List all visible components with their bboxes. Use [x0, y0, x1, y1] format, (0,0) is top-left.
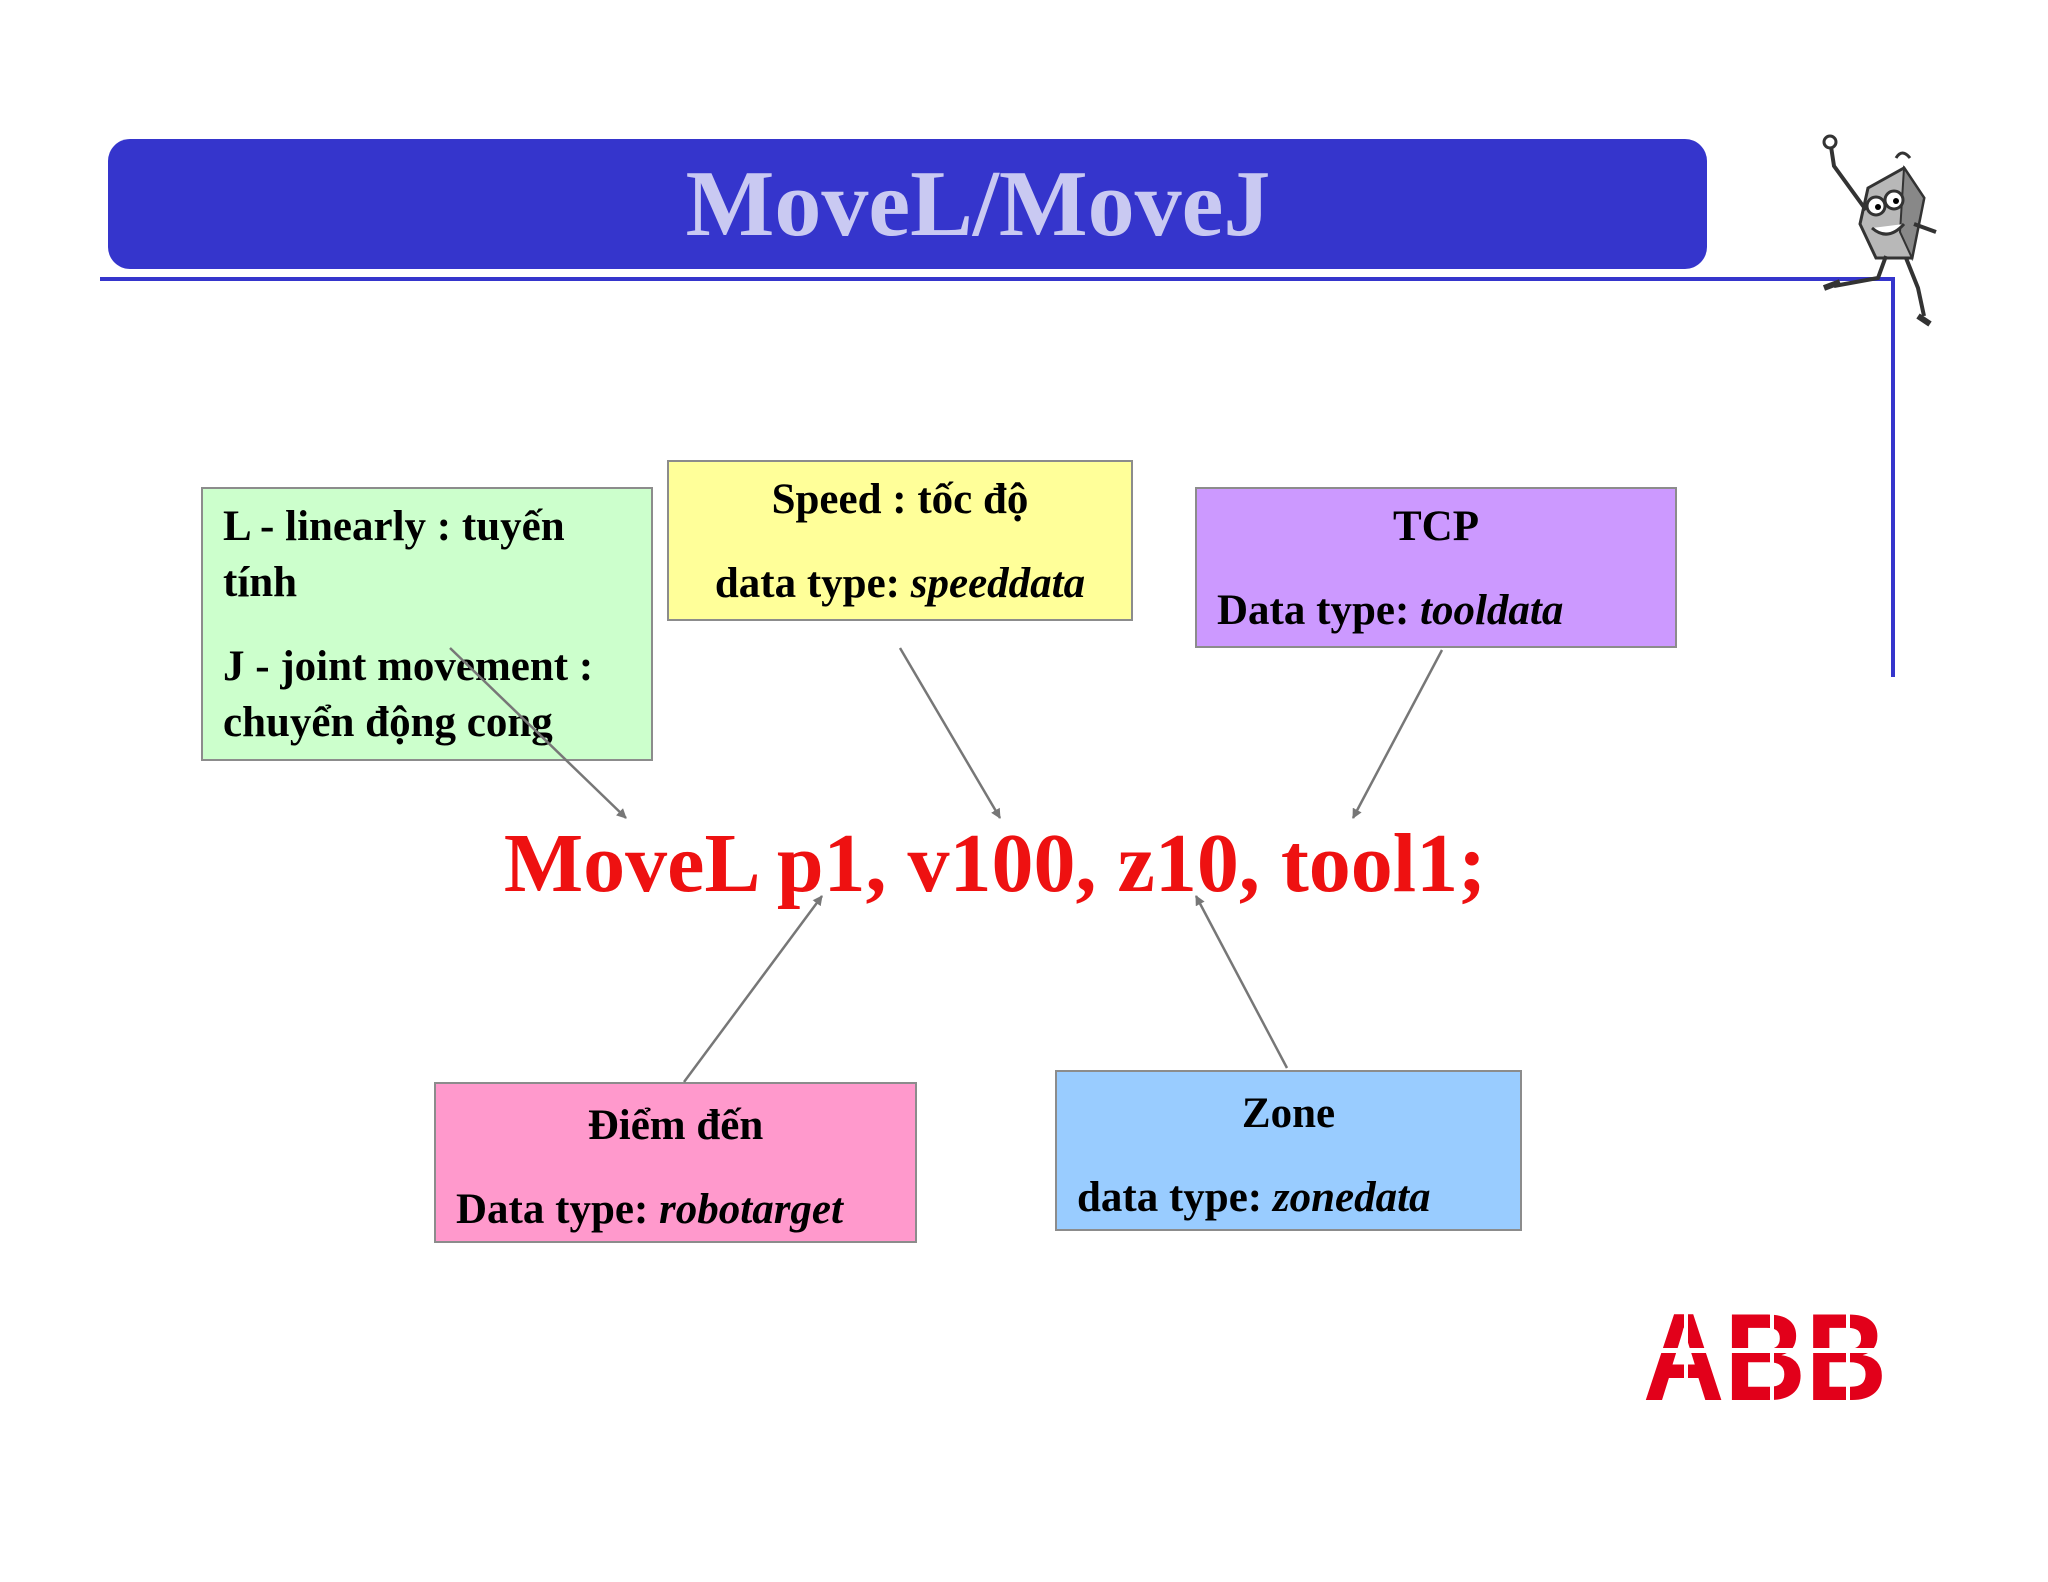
zone-heading: Zone	[1241, 1090, 1336, 1137]
arrow-speed	[898, 647, 1002, 819]
tcp-type-prefix: Data type:	[1217, 587, 1421, 634]
tcp-heading: TCP	[1393, 503, 1479, 550]
svg-text:ABB: ABB	[1643, 1304, 1887, 1404]
move-type-linear: L - linearly : tuyến tính	[223, 503, 565, 606]
move-type-box: L - linearly : tuyến tính J - joint move…	[201, 487, 653, 761]
move-type-joint: J - joint movement : chuyển động cong	[223, 643, 594, 746]
arrow-tcp	[1351, 649, 1444, 819]
tcp-type: Data type: tooldata	[1217, 583, 1655, 639]
zone-box: Zone data type: zonedata	[1055, 1070, 1522, 1231]
zone-type-value: zonedata	[1272, 1174, 1431, 1221]
speed-box: Speed : tốc độ data type: speeddata	[667, 460, 1133, 621]
target-type-value: robotarget	[659, 1186, 843, 1233]
tcp-box: TCP Data type: tooldata	[1195, 487, 1677, 648]
speed-type-prefix: data type:	[714, 560, 911, 607]
robot-mascot-icon	[1822, 134, 1937, 327]
header-rule	[100, 277, 1895, 281]
tcp-type-value: tooldata	[1420, 587, 1564, 634]
zone-type: data type: zonedata	[1077, 1170, 1500, 1226]
target-box: Điểm đến Data type: robotarget	[434, 1082, 917, 1243]
speed-heading: Speed : tốc độ	[771, 476, 1029, 523]
target-type-prefix: Data type:	[456, 1186, 660, 1233]
target-heading: Điểm đến	[587, 1102, 764, 1149]
zone-type-prefix: data type:	[1077, 1174, 1273, 1221]
target-type: Data type: robotarget	[456, 1182, 895, 1238]
speed-type-value: speeddata	[910, 560, 1086, 607]
speed-type: data type: speeddata	[683, 556, 1117, 612]
title-bar: MoveL/MoveJ	[108, 139, 1707, 269]
arrow-zone	[1194, 895, 1289, 1069]
page-title: MoveL/MoveJ	[685, 152, 1271, 256]
side-rule	[1891, 277, 1895, 677]
abb-logo: ABB	[1640, 1304, 1890, 1404]
arrow-target	[682, 895, 824, 1083]
instruction-text: MoveL p1, v100, z10, tool1;	[503, 816, 1487, 910]
